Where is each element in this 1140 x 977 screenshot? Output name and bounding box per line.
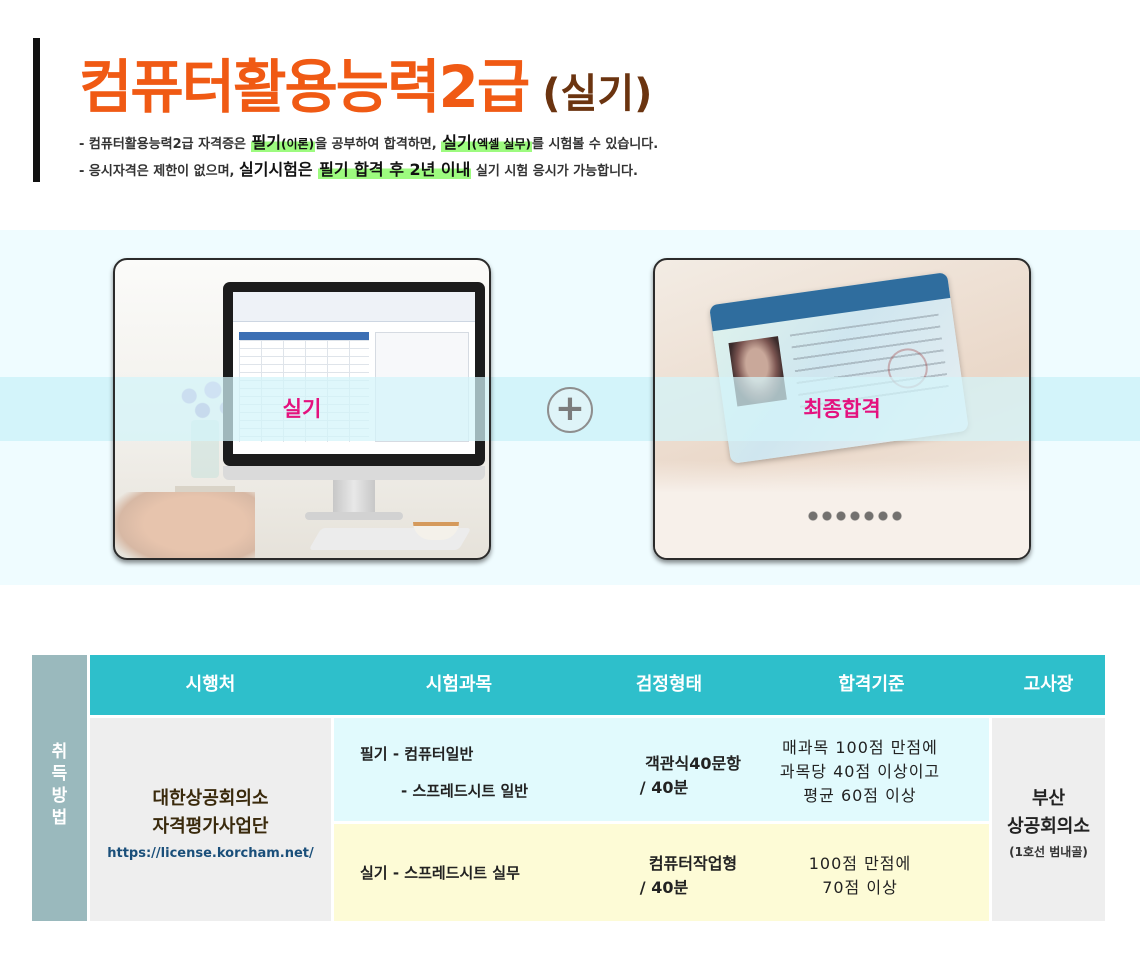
header-organization: 시행처 [185, 674, 236, 695]
practical-criteria-1: 100점 만점에 [808, 854, 912, 873]
header-format: 검정형태 [635, 674, 703, 695]
ornament-decoration [805, 508, 905, 524]
written-criteria-3: 평균 60점 이상 [803, 786, 917, 805]
side-char: 득 [51, 764, 68, 784]
organization-url[interactable]: https://license.korcham.net/ [107, 846, 314, 861]
desc1-hl2: 실기 [442, 133, 472, 152]
desc1-text-1: - 컴퓨터활용능력2급 자격증은 [79, 137, 251, 152]
practical-format-1: 컴퓨터작업형 [648, 854, 738, 873]
exam-room-city: 부산 [1031, 788, 1066, 809]
title-main: 컴퓨터활용능력2급 [79, 53, 530, 121]
title-sub: (실기) [542, 71, 653, 117]
side-label-text: 취 득 방 법 [32, 741, 87, 829]
practical-exam-card: 실기 [113, 258, 491, 560]
desc1-highlight-practical: 실기(엑셀 실무) [441, 133, 532, 152]
final-pass-card: 최종합격 [653, 258, 1031, 560]
organization-name-2: 자격평가사업단 [152, 816, 269, 837]
organization-cell: 대한상공회의소 자격평가사업단 https://license.korcham.… [90, 718, 331, 921]
spreadsheet-ribbon [233, 292, 475, 322]
practical-label: 실기 [282, 397, 322, 421]
final-pass-label: 최종합격 [803, 397, 881, 421]
hand-decoration [115, 492, 255, 558]
desc1-hl1-small: (이론) [281, 137, 315, 151]
monitor-stand [333, 480, 375, 514]
side-char: 취 [51, 742, 68, 762]
side-char: 법 [51, 808, 68, 828]
practical-subject: 실기 - 스프레드시트 실무 [360, 864, 520, 882]
practical-format-2: / 40분 [639, 878, 689, 897]
monitor-chin [223, 466, 485, 480]
table-row-practical: 실기 - 스프레드시트 실무 컴퓨터작업형 / 40분 100점 만점에 70점… [334, 824, 989, 921]
written-subject-2: - 스프레드시트 일반 [401, 782, 529, 800]
table-header: 시행처 시험과목 검정형태 합격기준 고사장 [90, 655, 1105, 715]
table-row-written: 필기 - 컴퓨터일반 - 스프레드시트 일반 객관식40문항 / 40분 매과목… [334, 718, 989, 821]
header-criteria: 합격기준 [838, 674, 905, 695]
header-accent-bar [33, 38, 40, 182]
desc2-text-2: 실기 시험 응시가 가능합니다. [471, 164, 638, 179]
exam-room-cell: 부산 상공회의소 (1호선 범내골) [992, 718, 1105, 921]
organization-name-1: 대한상공회의소 [152, 788, 269, 809]
spreadsheet-header-row [239, 332, 369, 340]
description-line-2: - 응시자격은 제한이 없으며, 실기시험은 필기 합격 후 2년 이내 실기 … [79, 156, 638, 180]
desc2-text-1: - 응시자격은 제한이 없으며, [79, 164, 239, 179]
notebook-decoration [175, 486, 235, 496]
practical-criteria-2: 70점 이상 [822, 878, 898, 897]
desc1-text-2: 을 공부하여 합격하면, [315, 137, 442, 152]
acquisition-table: 취 득 방 법 시행처 시험과목 검정형태 합격기준 고사장 대한상공회의소 자… [32, 655, 1105, 921]
desc1-highlight-written: 필기(이론) [250, 133, 316, 152]
card-stripe [115, 377, 489, 441]
process-band: 실기 + 최종합격 [0, 230, 1140, 585]
desc1-text-3: 를 시험볼 수 있습니다. [531, 137, 659, 152]
side-char: 방 [51, 786, 68, 806]
tea-cup [413, 522, 459, 540]
description-line-1: - 컴퓨터활용능력2급 자격증은 필기(이론)을 공부하여 합격하면, 실기(엑… [79, 129, 658, 153]
monitor-foot [305, 512, 403, 520]
page-title: 컴퓨터활용능력2급 (실기) [79, 40, 652, 124]
desc1-hl2-small: (엑셀 실무) [471, 137, 531, 151]
written-format-1: 객관식40문항 [645, 754, 741, 773]
desc2-highlight: 필기 합격 후 2년 이내 [318, 160, 472, 179]
written-criteria-2: 과목당 40점 이상이고 [779, 762, 941, 781]
header-exam-room: 고사장 [1023, 674, 1074, 695]
exam-room-name: 상공회의소 [1007, 816, 1090, 837]
exam-room-note: (1호선 범내골) [1009, 845, 1088, 859]
card-stripe [655, 377, 1029, 441]
desc1-hl1: 필기 [251, 133, 281, 152]
written-criteria-1: 매과목 100점 만점에 [782, 738, 938, 757]
side-label: 취 득 방 법 [32, 655, 87, 921]
plus-icon: + [547, 387, 593, 433]
header-subjects: 시험과목 [425, 674, 493, 695]
page-header: 컴퓨터활용능력2급 (실기) - 컴퓨터활용능력2급 자격증은 필기(이론)을 공… [33, 38, 1113, 182]
written-format-2: / 40분 [639, 778, 689, 797]
written-subject-1: 필기 - 컴퓨터일반 [360, 745, 474, 763]
desc2-emphasis: 실기시험은 [239, 160, 319, 179]
